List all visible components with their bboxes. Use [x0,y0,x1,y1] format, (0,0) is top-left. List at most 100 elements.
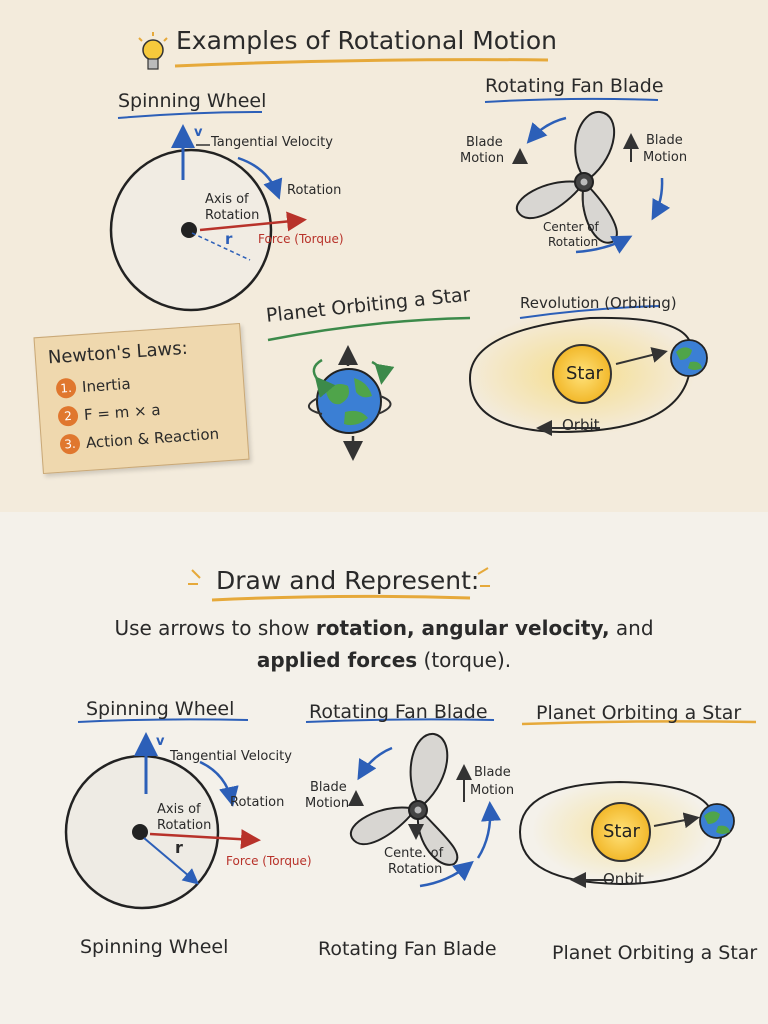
orbit-label: Orbit [562,416,600,434]
wheel-axle [181,222,197,238]
planet-heading-underline [267,316,471,342]
rotation-arrow [237,156,283,200]
bottom-fan-arrow-right [476,801,501,859]
newton-item-1-number: 1. [55,377,77,399]
bottom-fan-left-line2: Motion [305,796,350,811]
bottom-orbit-diagram [518,778,735,888]
spin-arrow-left [312,358,336,398]
bottom-force-arrow [149,829,261,850]
spin-arrow-right [371,360,395,385]
bottom-radius-label: r [175,838,183,857]
bottom-tangential-label: Tangential Velocity [170,749,292,764]
fan-heading-underline [484,97,659,103]
fan-arrow-bottom [575,235,633,254]
bottom-orbit-label: Onbit [603,870,644,888]
fan-heading: Rotating Fan Blade [485,75,664,97]
newton-item-3-text: Action & Reaction [85,424,220,452]
lightbulb-icon [138,32,168,70]
axis-label-line1: Axis of [205,192,249,207]
fan-left-label-line1: Blade [466,135,503,150]
bottom-fan-left-line1: Blade [310,780,347,795]
velocity-label: v [194,125,203,140]
axis-label-line2: Rotation [205,208,260,223]
bottom-fan-arrow-bottom [419,860,474,888]
instruction-bold-2: applied forces [256,648,418,672]
bottom-wheel-heading-underline [77,718,249,723]
star-to-earth-arrow [615,347,668,365]
bottom-title-underline [211,594,471,602]
newton-item-1: 1. Inertia [55,374,131,399]
bottom-force-label: Force (Torque) [226,854,312,868]
instruction-bold-1: rotation, angular velocity, [315,616,610,640]
bottom-rotation-arrow [199,760,239,807]
revolution-heading-underline [519,305,661,319]
force-arrow [199,211,307,232]
bottom-star-to-earth-arrow [653,812,700,829]
bottom-fan-diagram [348,732,501,888]
bottom-planet-heading-underline [521,720,757,726]
fan-center-label-line1: Center of [543,220,599,234]
newtons-laws-card: Newton's Laws: 1. Inertia 2 F = m × a 3.… [33,322,250,475]
tangential-velocity-label: Tangential Velocity [211,135,333,150]
bottom-panel: Draw and Represent: Use arrows to show r… [0,512,768,1024]
bottom-fan-heading: Rotating Fan Blade [309,701,488,723]
newton-item-2-text: F = m × a [83,400,162,425]
earth-icon [670,339,708,377]
newton-card-title: Newton's Laws: [47,337,189,369]
fan-arrow-top-left [526,116,567,144]
bottom-wheel-diagram [64,732,261,910]
sparkle-icon [188,567,490,587]
bottom-planet-heading: Planet Orbiting a Star [536,702,742,724]
star-shape [552,344,612,404]
radius-label: r [225,230,233,248]
top-panel: Examples of Rotational Motion Spinning W… [0,0,768,512]
top-drawings [109,32,708,461]
newton-item-2-number: 2 [57,405,79,427]
bottom-star-label: Star [603,821,640,842]
fan-center-label-line2: Rotation [548,235,599,249]
newton-item-2: 2 F = m × a [57,400,161,427]
caption-wheel: Spinning Wheel [80,936,229,958]
bottom-star-shape [591,802,651,862]
instruction-text-2: and [609,616,654,640]
newton-item-3-number: 3. [59,433,81,455]
caption-planet: Planet Orbiting a Star [552,942,758,964]
instruction-line-1: Use arrows to show rotation, angular vel… [0,616,768,640]
bottom-rotation-label: Rotation [230,795,285,810]
instruction-line-2: applied forces (torque). [0,648,768,672]
earth-icon [316,368,382,434]
bottom-drawings [64,567,757,910]
wheel-diagram [109,124,307,312]
wheel-heading: Spinning Wheel [118,90,267,112]
fan-diagram [512,110,671,254]
bottom-fan-center-line2: Rotation [388,862,443,877]
bottom-axis-label-line1: Axis of [157,802,201,817]
bottom-wheel-axle [132,824,148,840]
planet-diagram [308,345,395,461]
bottom-radius-line [143,837,200,885]
bottom-wheel-heading: Spinning Wheel [86,698,235,720]
force-label: Force (Torque) [258,232,344,246]
newton-item-3: 3. Action & Reaction [59,424,220,455]
bottom-fan-right-line1: Blade [474,765,511,780]
bottom-title: Draw and Represent: [216,566,480,595]
fan-right-label-line1: Blade [646,133,683,148]
title-underline [174,58,549,68]
radius-line [191,232,251,261]
bottom-fan-heading-underline [305,718,495,723]
revolution-heading: Revolution (Orbiting) [520,294,677,312]
bottom-axis-label-line2: Rotation [157,818,212,833]
fan-left-label-line2: Motion [460,151,505,166]
newton-item-1-text: Inertia [81,374,132,397]
page-title: Examples of Rotational Motion [176,26,557,55]
rotation-label: Rotation [287,183,342,198]
instruction-text-3: (torque). [417,648,512,672]
bottom-fan-right-line2: Motion [470,783,515,798]
caption-fan: Rotating Fan Blade [318,938,497,960]
fan-right-label-line2: Motion [643,150,688,165]
earth-icon [699,803,735,839]
bottom-fan-center-line1: Cente. of [384,846,444,861]
instruction-text-1: Use arrows to show [114,616,316,640]
wheel-heading-underline [117,111,263,119]
star-label: Star [566,363,603,384]
